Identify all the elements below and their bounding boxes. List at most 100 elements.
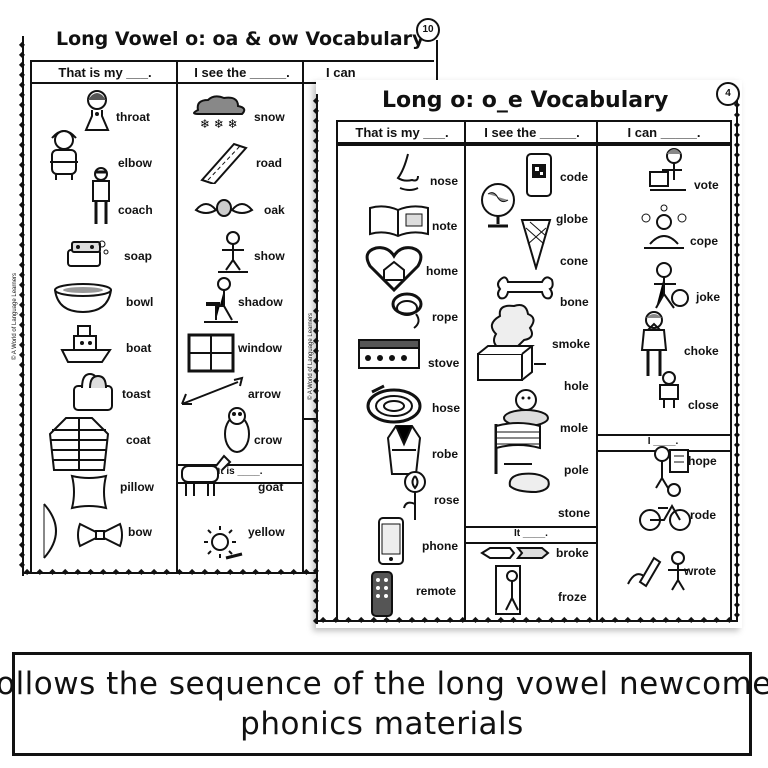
- vocab-word: home: [426, 264, 459, 278]
- soap-picture: [62, 236, 110, 272]
- subheading: It ____.: [514, 528, 548, 539]
- vocab-word: remote: [416, 584, 457, 598]
- vocab-word: snow: [254, 110, 285, 124]
- vocab-word: note: [432, 219, 458, 233]
- pole-picture: [492, 420, 546, 476]
- rose-picture: [400, 470, 430, 522]
- bow-tie-picture: [76, 520, 124, 550]
- vocab-word: nose: [430, 174, 459, 188]
- row-divider: [464, 542, 598, 544]
- sheet-title: Long o: o_e Vocabulary: [382, 88, 669, 113]
- column-header: That is my ___.: [338, 122, 466, 144]
- goat-picture: [172, 450, 232, 500]
- vocab-word: globe: [556, 212, 588, 226]
- arrow-picture: [176, 376, 246, 410]
- vocab-word: vote: [694, 178, 719, 192]
- vocab-word: yellow: [248, 525, 285, 539]
- vote-picture: [648, 146, 688, 198]
- page-number: 10: [416, 18, 440, 42]
- credit-text: © A World of Language Learners: [12, 272, 18, 360]
- crow-picture: [220, 404, 254, 456]
- vocab-word: road: [256, 156, 283, 170]
- column-divider: [176, 62, 178, 572]
- cope-picture: [638, 204, 690, 256]
- arrow-border-bottom: ◆ ◆ ◆ ◆ ◆ ◆ ◆ ◆ ◆ ◆ ◆ ◆ ◆ ◆ ◆ ◆ ◆ ◆ ◆ ◆ …: [24, 567, 320, 576]
- subheading: It is ____.: [217, 466, 263, 477]
- vocab-word: code: [560, 170, 589, 184]
- caption-line: Follows the sequence of the long vowel n…: [0, 666, 768, 702]
- column-divider: [302, 62, 304, 572]
- snow-picture: ❄ ❄ ❄: [188, 94, 250, 134]
- vocab-word: hose: [432, 401, 461, 415]
- vocab-word: rope: [432, 310, 459, 324]
- column-header: That is my ___.: [32, 62, 178, 84]
- hole-picture: [502, 382, 552, 428]
- wrote-picture: [626, 548, 696, 592]
- vocab-word: coat: [126, 433, 151, 447]
- vocab-word: cone: [560, 254, 589, 268]
- throat-picture: [80, 88, 114, 132]
- row-divider: [302, 418, 322, 420]
- froze-picture: [492, 564, 532, 616]
- column-header: I see the _____.: [178, 62, 306, 84]
- row-divider: [596, 434, 730, 436]
- border-bottom: [22, 572, 322, 574]
- vocab-word: pole: [564, 463, 589, 477]
- vocab-word: throat: [116, 110, 150, 124]
- show-picture: [216, 230, 250, 276]
- vocab-word: robe: [432, 447, 459, 461]
- vocab-word: shadow: [238, 295, 283, 309]
- vocab-word: oak: [264, 203, 285, 217]
- bowl-picture: [52, 282, 114, 316]
- vocab-word: rode: [690, 508, 717, 522]
- home-picture: [364, 244, 424, 294]
- vocab-word: boat: [126, 341, 152, 355]
- bone-picture: [496, 272, 554, 302]
- vocab-word: show: [254, 249, 285, 263]
- hope-picture: [650, 444, 692, 490]
- hose-picture: [364, 382, 426, 426]
- remote-picture: [366, 570, 398, 618]
- toast-picture: [70, 370, 116, 412]
- archery-bow-picture: [38, 500, 68, 562]
- row-divider: [176, 464, 304, 466]
- rope-picture: [386, 286, 428, 330]
- column-header: I see the _____.: [466, 122, 598, 144]
- smoke-picture: [474, 300, 548, 384]
- vocab-grid: That is my ___. I see the _____. I can I…: [30, 60, 434, 572]
- caption-line: phonics materials: [240, 706, 524, 742]
- svg-text:❄ ❄ ❄: ❄ ❄ ❄: [200, 117, 238, 131]
- page-number: 4: [716, 82, 740, 106]
- vocab-word: hole: [564, 379, 589, 393]
- vocab-word: elbow: [118, 156, 153, 170]
- vocab-word: bone: [560, 295, 589, 309]
- yellow-picture: [200, 524, 244, 562]
- row-divider: [464, 526, 598, 528]
- stone-picture: [506, 470, 552, 494]
- subheading: I ____.: [647, 436, 679, 447]
- vocab-word: soap: [124, 249, 153, 263]
- row-divider: [176, 482, 304, 484]
- vocab-word: joke: [696, 290, 721, 304]
- vocab-word: hope: [688, 454, 717, 468]
- vocab-word: smoke: [552, 337, 591, 351]
- pillow-picture: [66, 470, 112, 514]
- caption-box: Follows the sequence of the long vowel n…: [0, 652, 768, 756]
- oak-picture: [192, 192, 256, 222]
- shadow-picture: [202, 276, 240, 326]
- vocab-word: toast: [122, 387, 151, 401]
- rode-picture: [638, 480, 692, 534]
- vocab-word: phone: [422, 539, 458, 553]
- nose-picture: [394, 152, 428, 194]
- vocab-word: stove: [428, 356, 460, 370]
- border-left: [22, 36, 24, 576]
- border-right: [736, 96, 738, 622]
- choke-picture: [634, 310, 674, 380]
- header-divider: [338, 144, 730, 146]
- vocab-word: stone: [558, 506, 591, 520]
- road-picture: [198, 140, 248, 184]
- vocab-word: froze: [558, 590, 587, 604]
- vocab-word: rose: [434, 493, 460, 507]
- vocab-word: arrow: [248, 387, 281, 401]
- globe-picture: [478, 180, 518, 230]
